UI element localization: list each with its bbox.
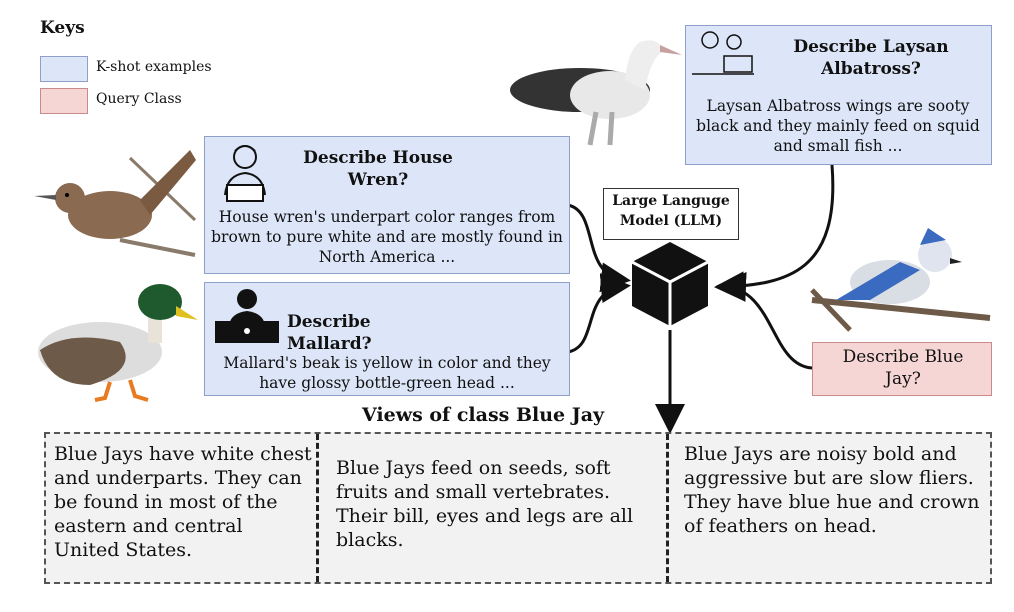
view-2-text: Blue Jays feed on seeds, soft fruits and… <box>336 457 634 551</box>
user-at-desk-icon <box>692 31 754 75</box>
house-wren-example-box: Describe House Wren? House wren's underp… <box>204 136 570 274</box>
person-icon <box>224 145 266 202</box>
views-panel: Blue Jays have white chest and underpart… <box>44 432 992 584</box>
query-key-label: Query Class <box>96 91 182 107</box>
bluejay-arrow <box>716 271 813 370</box>
views-title: Views of class Blue Jay <box>362 404 605 426</box>
mallard-arrow <box>567 273 631 354</box>
house-wren-title: Describe House Wren? <box>303 148 453 190</box>
query-box: Describe Blue Jay? <box>812 342 992 396</box>
albatross-example-box: Describe Laysan Albatross? Laysan Albatr… <box>685 25 992 165</box>
mallard-example-box: Describe Mallard? Mallard's beak is yell… <box>204 282 570 396</box>
albatross-image <box>510 40 682 146</box>
query-swatch <box>40 88 88 114</box>
llm-cube-icon <box>631 242 709 326</box>
house-wren-description: House wren's underpart color ranges from… <box>211 208 563 266</box>
kshot-key-label: K-shot examples <box>96 59 212 75</box>
albatross-description: Laysan Albatross wings are sooty black a… <box>696 97 980 155</box>
view-1-text: Blue Jays have white chest and underpart… <box>54 443 312 561</box>
llm-label-box: Large Languge Model (LLM) <box>603 188 739 240</box>
keys-title: Keys <box>40 18 85 38</box>
blue-jay-image <box>810 228 991 332</box>
query-title: Describe Blue Jay? <box>842 347 964 389</box>
mallard-title: Describe Mallard? <box>287 312 372 354</box>
view-divider-2 <box>666 434 669 582</box>
mallard-description: Mallard's beak is yellow in color and th… <box>223 354 551 392</box>
laptop-person-icon <box>215 289 279 343</box>
kshot-swatch <box>40 56 88 82</box>
albatross-title: Describe Laysan Albatross? <box>793 37 949 79</box>
view-3-text: Blue Jays are noisy bold and aggressive … <box>684 443 980 537</box>
view-divider-1 <box>316 434 319 582</box>
house-wren-image <box>34 150 197 257</box>
mallard-image <box>38 284 198 402</box>
